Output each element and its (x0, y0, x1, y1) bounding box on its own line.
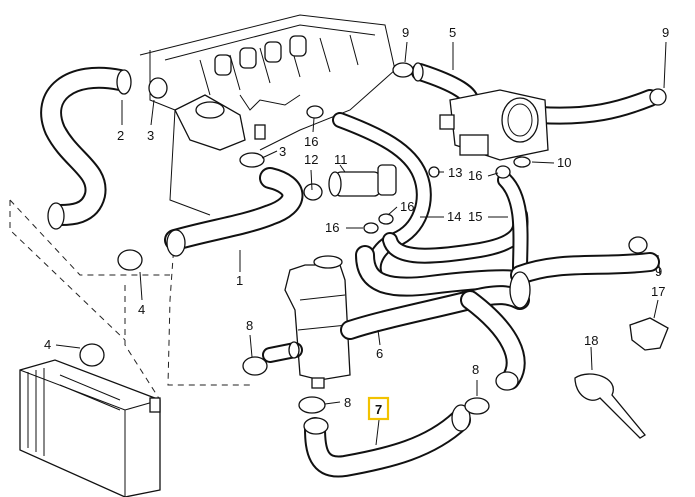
radiator (19, 359, 161, 497)
callout-9-top-left[interactable]: 9 (402, 25, 409, 40)
callout-3-mid[interactable]: 3 (279, 144, 286, 159)
hose-1 (164, 167, 304, 257)
callout-4-mid[interactable]: 4 (138, 302, 145, 317)
callout-16-right[interactable]: 16 (400, 199, 414, 214)
hose-6 (340, 245, 660, 391)
hose-stub-8 (262, 341, 303, 363)
callout-16-left[interactable]: 16 (468, 168, 482, 183)
thermostat-housing (174, 94, 266, 151)
callout-8-left[interactable]: 8 (246, 318, 253, 333)
hose-clamps (79, 62, 667, 415)
hose-15 (497, 172, 529, 278)
callout-7[interactable]: 7 (375, 402, 382, 417)
callout-16-mid[interactable]: 16 (325, 220, 339, 235)
callout-10[interactable]: 10 (557, 155, 571, 170)
callout-labels: 9 5 9 2 3 3 16 12 11 13 16 10 16 16 14 1… (44, 25, 669, 421)
callout-16-top[interactable]: 16 (304, 134, 318, 149)
strap-18 (574, 373, 646, 439)
callout-9-right[interactable]: 9 (655, 264, 662, 279)
hose-upper-loop (332, 112, 432, 283)
callout-18[interactable]: 18 (584, 333, 598, 348)
callout-14[interactable]: 14 (447, 209, 461, 224)
hose-2 (40, 66, 132, 230)
callout-17[interactable]: 17 (651, 284, 665, 299)
engine-block (9, 14, 396, 401)
leader-lines (55, 41, 667, 446)
callout-13[interactable]: 13 (448, 165, 462, 180)
callout-11[interactable]: 11 (334, 152, 348, 167)
callout-6[interactable]: 6 (376, 346, 383, 361)
callout-8-right[interactable]: 8 (472, 362, 479, 377)
bracket-17 (629, 317, 669, 351)
callout-2[interactable]: 2 (117, 128, 124, 143)
callout-1[interactable]: 1 (236, 273, 243, 288)
heater-valve (303, 164, 397, 201)
callout-9-top-right[interactable]: 9 (662, 25, 669, 40)
callout-12[interactable]: 12 (304, 152, 318, 167)
expansion-tank (284, 255, 351, 389)
hose-7 (303, 404, 471, 478)
callout-15[interactable]: 15 (468, 209, 482, 224)
callout-4-left[interactable]: 4 (44, 337, 51, 352)
callout-7-highlight-box (367, 396, 390, 421)
callout-5[interactable]: 5 (449, 25, 456, 40)
callout-3-left[interactable]: 3 (147, 128, 154, 143)
callout-8-bottom[interactable]: 8 (344, 395, 351, 410)
throttle-body (439, 89, 549, 161)
